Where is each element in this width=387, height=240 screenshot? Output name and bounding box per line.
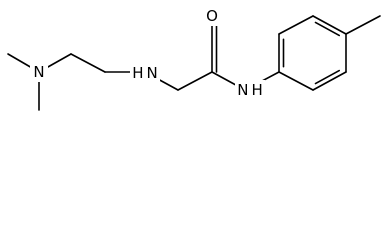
bond-r5-r6 [312,71,347,91]
bond-r3-r4 [312,15,347,35]
atom-n3-bg [235,80,265,100]
molecule-diagram: N H N O N H [7,6,381,111]
bond-a_c1-a_c2 [70,53,106,73]
bond-r6-r1 [278,71,314,91]
bond-layer [7,15,381,111]
atom-n2-bg [130,63,160,83]
atom-n1-bg [30,62,48,82]
bond-r2-r3 [278,15,314,35]
atom-o-bg [204,6,220,26]
atom-n1-label: N [33,63,44,81]
atom-n3-label: N H [237,81,263,99]
atom-o-label: O [206,7,218,25]
bond-r3-r4-inner [314,21,341,37]
atom-n2-label: H N [132,64,158,82]
bond-a_c3-a_c4 [177,71,213,91]
bond-r4-a_me3 [345,15,381,35]
bond-r5-r6-inner [314,69,341,85]
atom-label-layer: N H N O N H [30,6,265,100]
